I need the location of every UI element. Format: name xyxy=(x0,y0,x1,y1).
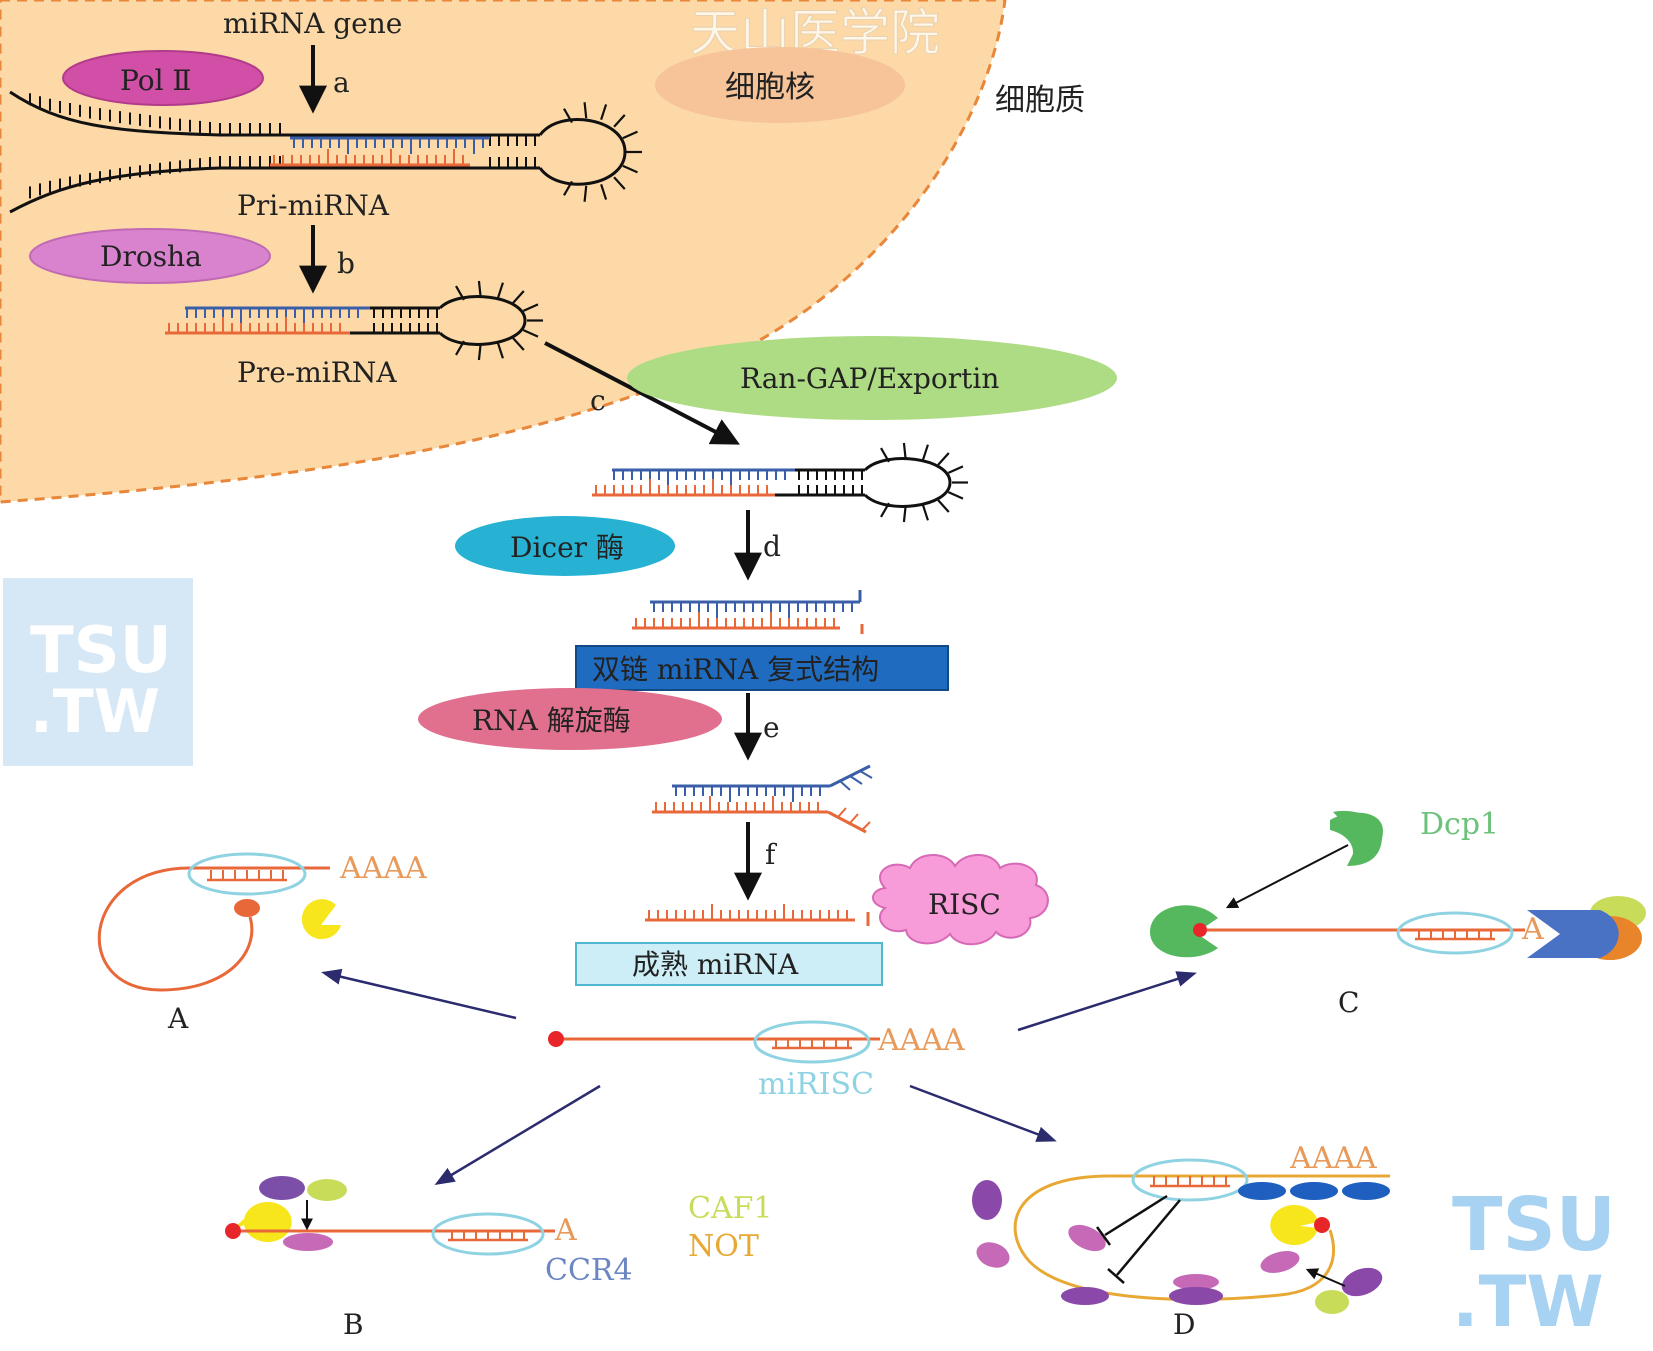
panel-b-letter: B xyxy=(343,1308,364,1341)
panel-a-letter: A xyxy=(167,1002,189,1035)
mature-mirna-label: 成熟 miRNA xyxy=(632,948,799,981)
pre-mirna-label: Pre-miRNA xyxy=(237,356,397,389)
dicer-label: Dicer 酶 xyxy=(510,531,624,564)
panel-b-lime-protein xyxy=(307,1179,347,1201)
panel-b-exonuclease xyxy=(230,1202,292,1242)
ds-mirna-duplex xyxy=(632,590,864,634)
mature-strand xyxy=(645,904,870,926)
tsu-logo-left: TSU .TW xyxy=(3,578,193,766)
panel-c-letter: C xyxy=(1338,986,1359,1019)
svg-text:TSU: TSU xyxy=(1452,1182,1616,1268)
arrow-to-A xyxy=(321,968,517,1020)
panel-b-purple-protein xyxy=(259,1176,305,1200)
nucleus-region xyxy=(0,0,1007,504)
drosha-enzyme xyxy=(29,228,271,284)
panel-c-a-tail: A xyxy=(1521,912,1544,947)
ran-gap-exportin xyxy=(627,336,1117,420)
panel-c-blue-protein xyxy=(1527,910,1619,958)
ccr4-label: CCR4 xyxy=(545,1253,633,1288)
risc-complex xyxy=(872,853,1049,946)
svg-text:.TW: .TW xyxy=(1452,1261,1604,1343)
ds-mirna-label: 双链 miRNA 复式结构 xyxy=(592,653,879,686)
drosha-label: Drosha xyxy=(100,240,202,273)
cytoplasmic-pre-mirna xyxy=(592,442,968,523)
panel-a-exonuclease xyxy=(301,899,341,940)
dcp1-label: Dcp1 xyxy=(1420,807,1499,842)
nucleus-label-ellipse xyxy=(655,47,905,123)
step-c: c xyxy=(590,384,606,417)
rna-helicase xyxy=(418,688,722,750)
step-f: f xyxy=(765,838,778,871)
pri-mirna-label: Pri-miRNA xyxy=(237,189,390,222)
tsu-logo-right: TSU .TW xyxy=(1452,1182,1616,1343)
panel-b-pink-protein xyxy=(283,1233,333,1251)
arrow-c xyxy=(544,341,740,445)
mirisc-target-mrna: AAAA miRISC xyxy=(548,1020,965,1102)
panel-a: AAAA A xyxy=(97,851,427,1035)
step-a: a xyxy=(333,66,350,99)
central-aaaa: AAAA xyxy=(877,1023,965,1058)
helicase-label: RNA 解旋酶 xyxy=(472,704,631,737)
dicer-enzyme xyxy=(455,516,675,576)
step-b: b xyxy=(337,247,355,280)
nucleus-label: 细胞核 xyxy=(725,70,815,105)
cytoplasm-label: 细胞质 xyxy=(995,83,1085,118)
step-e: e xyxy=(763,711,780,744)
mirna-gene-label: miRNA gene xyxy=(223,7,402,40)
ds-mirna-box xyxy=(575,645,949,691)
ran-gap-label: Ran-GAP/Exportin xyxy=(740,362,999,395)
svg-text:.TW: .TW xyxy=(30,677,160,747)
mature-mirna-box xyxy=(575,942,883,986)
arrow-to-B xyxy=(434,1084,601,1186)
arrow-to-C xyxy=(1017,971,1197,1032)
unwound-duplex xyxy=(652,764,873,834)
pol2-enzyme xyxy=(62,50,264,106)
pre-mirna-structure xyxy=(165,280,543,361)
panel-d: AAAA D xyxy=(972,1141,1390,1341)
pol2-label: Pol Ⅱ xyxy=(120,64,191,97)
caf1-label: CAF1 xyxy=(688,1191,773,1226)
svg-text:TSU: TSU xyxy=(30,614,172,688)
mirisc-label: miRISC xyxy=(758,1067,874,1102)
dcp1-bound xyxy=(1150,905,1218,958)
panel-a-aaaa: AAAA xyxy=(339,851,427,886)
panel-b-a-tail: A xyxy=(554,1213,577,1248)
pri-mirna-structure xyxy=(9,90,642,214)
panel-d-aaaa: AAAA xyxy=(1289,1141,1377,1176)
panel-b: A CAF1 NOT CCR4 B xyxy=(225,1176,773,1341)
panel-d-exonuclease xyxy=(1270,1205,1318,1245)
not-label: NOT xyxy=(688,1229,759,1264)
risc-label: RISC xyxy=(928,888,1001,921)
arrow-to-D xyxy=(909,1084,1057,1142)
panel-c: Dcp1 A C xyxy=(1150,807,1646,1019)
panel-d-letter: D xyxy=(1173,1308,1195,1341)
step-d: d xyxy=(763,530,781,563)
